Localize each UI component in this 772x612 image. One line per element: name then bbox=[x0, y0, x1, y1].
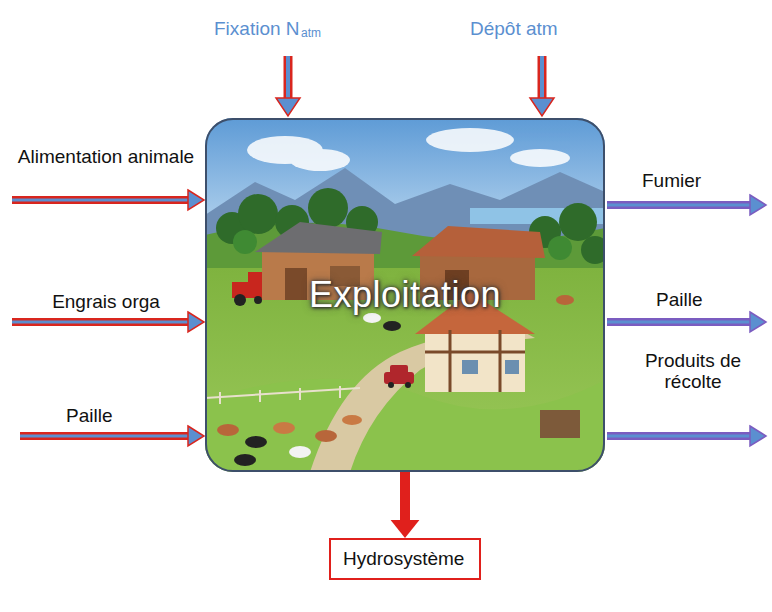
fence bbox=[259, 390, 261, 402]
input-arrows-top bbox=[530, 98, 554, 116]
house bbox=[425, 330, 525, 392]
output-arrows-right bbox=[607, 201, 752, 209]
input-arrows-left bbox=[188, 426, 204, 446]
flow-label: Dépôt atm bbox=[470, 18, 558, 39]
car bbox=[390, 365, 408, 374]
output-arrows-right bbox=[607, 318, 752, 326]
node-text: Hydrosystème bbox=[343, 548, 467, 570]
farm-box: Exploitation bbox=[205, 118, 605, 472]
cows bbox=[217, 424, 239, 436]
arrow-head bbox=[391, 520, 420, 538]
input-arrows-left bbox=[188, 312, 204, 332]
car bbox=[405, 382, 411, 388]
output-arrows-right bbox=[750, 195, 766, 215]
hydrosystem-box: Hydrosystème bbox=[329, 538, 481, 580]
input-arrows-left bbox=[12, 196, 190, 204]
house bbox=[425, 330, 525, 392]
tractor bbox=[234, 294, 246, 306]
fence bbox=[339, 386, 341, 398]
fence bbox=[299, 388, 301, 400]
clouds bbox=[426, 128, 514, 152]
car bbox=[384, 365, 414, 388]
house bbox=[425, 351, 525, 354]
output-arrows-right bbox=[607, 195, 766, 446]
node-text: Exploitation bbox=[309, 274, 501, 316]
field bbox=[205, 379, 605, 472]
flow-label: Alimentation animale bbox=[14, 146, 198, 167]
flow-label: Fumier bbox=[642, 170, 701, 191]
cows bbox=[234, 454, 256, 466]
cows bbox=[289, 446, 311, 458]
cows bbox=[342, 415, 362, 425]
trees bbox=[581, 236, 605, 264]
input-arrows-top bbox=[284, 56, 293, 100]
input-arrows-top bbox=[276, 56, 554, 116]
shed bbox=[540, 410, 580, 438]
input-arrows-left bbox=[188, 190, 204, 210]
subscript: atm bbox=[301, 27, 321, 40]
input-arrows-top bbox=[538, 56, 547, 100]
input-arrows-left bbox=[20, 432, 190, 440]
barn bbox=[285, 268, 307, 300]
flow-arrow bbox=[391, 472, 420, 538]
input-arrows-top bbox=[540, 56, 544, 100]
output-arrows-right bbox=[750, 426, 766, 446]
house bbox=[499, 330, 502, 392]
fence bbox=[219, 392, 221, 404]
house bbox=[462, 360, 478, 374]
farm-scene bbox=[205, 118, 605, 472]
cows bbox=[383, 321, 401, 331]
input-arrows-left bbox=[12, 321, 190, 324]
tractor bbox=[232, 272, 262, 306]
output-arrows-right bbox=[607, 435, 752, 438]
flow-label: Produits de récolte bbox=[620, 350, 766, 393]
clouds bbox=[247, 128, 570, 171]
barn bbox=[255, 222, 382, 254]
trees-light bbox=[548, 236, 572, 260]
trees bbox=[559, 203, 597, 241]
cows bbox=[217, 295, 574, 466]
fence bbox=[205, 388, 360, 398]
clouds bbox=[510, 149, 570, 167]
input-arrows-top bbox=[276, 98, 300, 116]
flow-label: Fixation N bbox=[214, 18, 300, 39]
flow-label: Paille bbox=[656, 289, 702, 310]
output-arrows-right bbox=[607, 204, 752, 207]
cows bbox=[315, 430, 337, 442]
trees bbox=[238, 194, 278, 234]
flow-label: Paille bbox=[66, 405, 112, 426]
house bbox=[449, 330, 452, 392]
cows bbox=[556, 295, 574, 305]
input-arrows-left bbox=[12, 199, 190, 202]
trees-light bbox=[233, 230, 257, 254]
arrow-stem bbox=[400, 472, 410, 522]
road bbox=[310, 330, 535, 472]
input-arrows-left bbox=[12, 318, 190, 326]
fence bbox=[205, 386, 360, 404]
tractor bbox=[248, 272, 262, 284]
cows bbox=[245, 436, 267, 448]
car bbox=[388, 382, 394, 388]
tractor bbox=[254, 296, 262, 304]
clouds bbox=[290, 149, 350, 171]
output-arrows-right bbox=[607, 432, 752, 440]
flow-label: Engrais orga bbox=[14, 291, 198, 312]
input-arrows-left bbox=[12, 190, 204, 446]
house bbox=[505, 360, 519, 374]
output-arrows-right bbox=[750, 312, 766, 332]
cows bbox=[273, 422, 295, 434]
input-arrows-left bbox=[20, 435, 190, 438]
input-arrows-top bbox=[286, 56, 290, 100]
barn bbox=[412, 226, 545, 258]
trees bbox=[308, 188, 348, 228]
output-arrows-right bbox=[607, 321, 752, 324]
